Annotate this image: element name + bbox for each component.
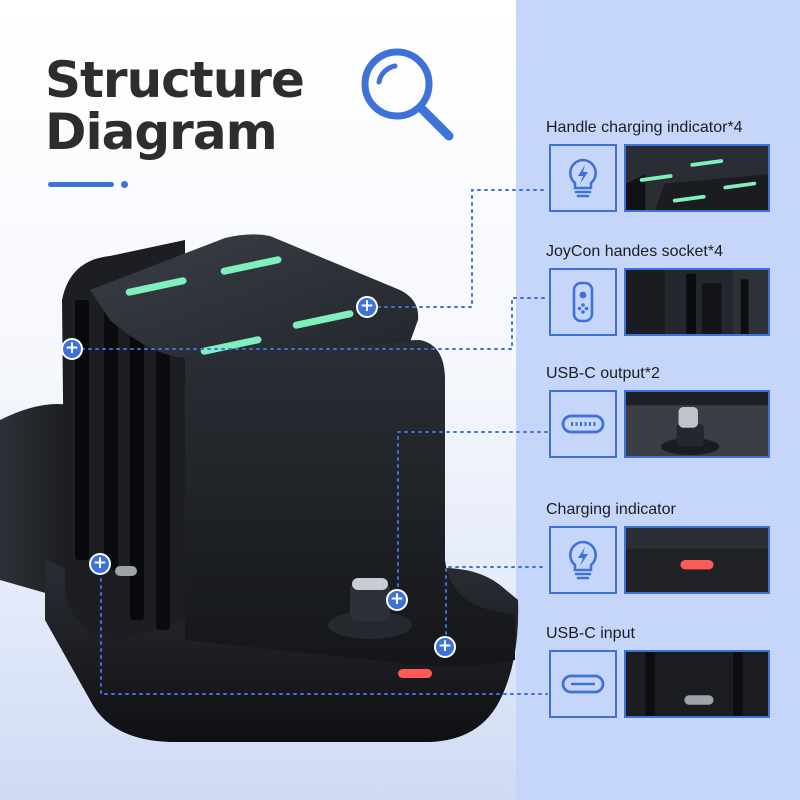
thumbnail-usb-c-output (624, 390, 770, 458)
plus-marker-usb-c-input[interactable]: + (89, 553, 111, 575)
callout-label-usb-c-input: USB-C input (546, 625, 635, 642)
thumbnail-usb-c-input (624, 650, 770, 718)
page-title: Structure Diagram (45, 51, 305, 161)
thumbnail-handle-indicators (624, 144, 770, 212)
callout-label-handle-charging-indicator: Handle charging indicator*4 (546, 119, 743, 136)
callout-label-charging-indicator: Charging indicator (546, 501, 676, 518)
callout-label-usb-c-output: USB-C output*2 (546, 365, 660, 382)
lightning-bulb-icon (549, 526, 617, 594)
lightning-bulb-icon (549, 144, 617, 212)
title-line-1: Structure (45, 51, 305, 109)
thumbnail-charging-indicator (624, 526, 770, 594)
title-underline (48, 182, 114, 187)
usb-c-port-icon (549, 390, 617, 458)
plus-marker-usb-c-output[interactable]: + (386, 589, 408, 611)
callout-label-joycon-socket: JoyCon handes socket*4 (546, 243, 723, 260)
magnifier-icon (355, 42, 465, 152)
joycon-icon (549, 268, 617, 336)
usb-c-port-icon (549, 650, 617, 718)
thumbnail-joycon-socket (624, 268, 770, 336)
plus-marker-handle-indicator[interactable]: + (356, 296, 378, 318)
plus-marker-joycon-socket[interactable]: + (61, 338, 83, 360)
plus-marker-charging-indicator[interactable]: + (434, 636, 456, 658)
title-underline-dot (121, 181, 128, 188)
title-line-2: Diagram (45, 103, 278, 161)
